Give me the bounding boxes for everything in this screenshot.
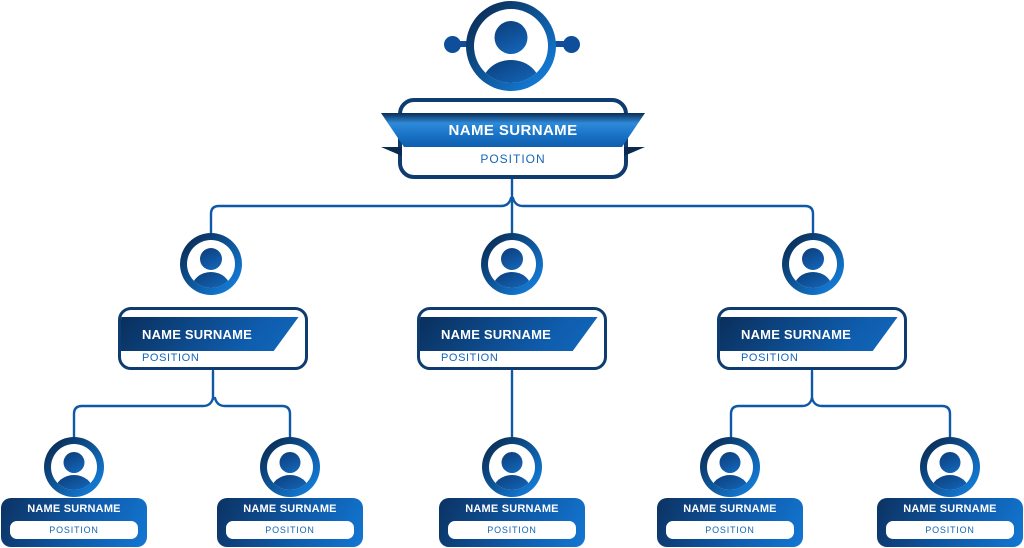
l2-avatar-3	[782, 233, 844, 295]
root-avatar	[466, 1, 556, 91]
l2-name-2: NAME SURNAME	[441, 326, 552, 342]
l3-avatar-2	[260, 437, 320, 497]
l3-card-4: NAME SURNAME POSITION	[657, 498, 803, 547]
root-name: NAME SURNAME	[448, 121, 578, 139]
l2-position-3: POSITION	[741, 352, 799, 364]
root-card: NAME SURNAME POSITION	[381, 98, 645, 179]
l2-name-band: NAME SURNAME	[420, 317, 598, 351]
root-right-dot	[563, 36, 580, 53]
person-icon	[187, 240, 235, 288]
root-left-dot	[444, 36, 461, 53]
l3-name-4: NAME SURNAME	[683, 503, 777, 515]
l3-name-5: NAME SURNAME	[903, 503, 997, 515]
l2-card-1: NAME SURNAME POSITION	[118, 307, 308, 370]
l3-avatar-4	[700, 437, 760, 497]
l2-card-3: NAME SURNAME POSITION	[717, 307, 907, 370]
l2-position-2: POSITION	[441, 352, 499, 364]
l3-avatar-1	[44, 437, 104, 497]
l3-card-5: NAME SURNAME POSITION	[877, 498, 1023, 547]
l3-card-2: NAME SURNAME POSITION	[217, 498, 363, 547]
l2-avatar-2	[481, 233, 543, 295]
person-icon	[488, 240, 536, 288]
person-icon	[51, 444, 97, 490]
l2-card-2: NAME SURNAME POSITION	[417, 307, 607, 370]
l2-name-band: NAME SURNAME	[720, 317, 898, 351]
person-icon	[267, 444, 313, 490]
ribbon-fold-left	[381, 147, 402, 156]
root-left-stub	[450, 41, 472, 47]
person-icon	[789, 240, 837, 288]
l3-card-1: NAME SURNAME POSITION	[1, 498, 147, 547]
person-icon	[927, 444, 973, 490]
person-icon	[474, 9, 548, 83]
l2-name-1: NAME SURNAME	[142, 326, 253, 342]
person-icon	[489, 444, 535, 490]
l3-position-1: POSITION	[49, 525, 99, 535]
l3-avatar-5	[920, 437, 980, 497]
l3-name-3: NAME SURNAME	[465, 503, 559, 515]
l3-name-1: NAME SURNAME	[27, 503, 121, 515]
l3-position-2: POSITION	[265, 525, 315, 535]
person-icon	[707, 444, 753, 490]
l2-position-1: POSITION	[142, 352, 200, 364]
l2-avatar-1	[180, 233, 242, 295]
l3-position-box: POSITION	[448, 521, 576, 539]
l3-position-5: POSITION	[925, 525, 975, 535]
root-name-ribbon: NAME SURNAME	[381, 113, 645, 147]
l3-position-3: POSITION	[487, 525, 537, 535]
root-position: POSITION	[480, 152, 546, 166]
l3-card-3: NAME SURNAME POSITION	[439, 498, 585, 547]
l2-name-band: NAME SURNAME	[121, 317, 299, 351]
l3-name-2: NAME SURNAME	[243, 503, 337, 515]
l2-name-3: NAME SURNAME	[741, 326, 852, 342]
l3-position-box: POSITION	[886, 521, 1014, 539]
l3-avatar-3	[482, 437, 542, 497]
l3-position-box: POSITION	[226, 521, 354, 539]
ribbon-fold-right	[624, 147, 645, 156]
l3-position-4: POSITION	[705, 525, 755, 535]
l3-position-box: POSITION	[666, 521, 794, 539]
l3-position-box: POSITION	[10, 521, 138, 539]
